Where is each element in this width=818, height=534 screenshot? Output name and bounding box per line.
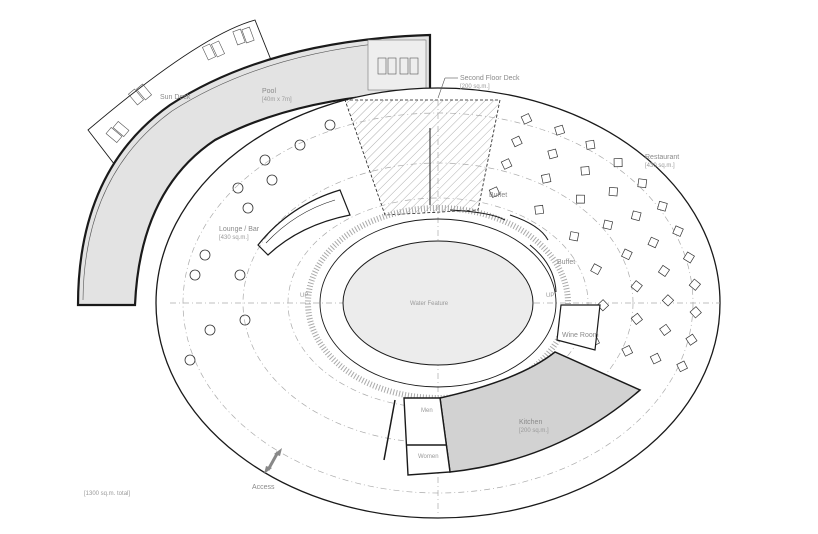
lounge-table bbox=[204, 324, 216, 336]
restaurant-table bbox=[520, 113, 533, 125]
men-label: Men bbox=[421, 408, 433, 414]
kitchen-label: Kitchen bbox=[519, 419, 542, 426]
restaurant-table bbox=[590, 263, 602, 276]
restaurant-table bbox=[657, 200, 668, 212]
lounge-table bbox=[266, 174, 278, 186]
lounge-table bbox=[294, 139, 306, 151]
restaurant-table bbox=[661, 294, 675, 307]
restaurant-table bbox=[547, 148, 559, 160]
second-floor-deck-area: [200 sq.m.] bbox=[460, 84, 490, 90]
restaurant-table bbox=[637, 178, 648, 189]
water-feature-label: Water Feature bbox=[410, 301, 449, 307]
lounge-table bbox=[184, 354, 196, 366]
restaurant-table bbox=[569, 231, 580, 242]
restaurant-table bbox=[488, 186, 501, 198]
restaurant-table bbox=[688, 278, 701, 291]
lounge-bar-label: Lounge / Bar bbox=[219, 226, 260, 233]
restaurant-table bbox=[621, 248, 633, 261]
restaurant-table bbox=[621, 345, 634, 357]
lounge-table bbox=[189, 269, 201, 281]
restaurant-table bbox=[540, 173, 552, 184]
restaurant-table bbox=[689, 306, 702, 319]
total-area-label: [1300 sq.m. total] bbox=[84, 491, 130, 497]
restaurant-label: Restaurant bbox=[645, 154, 679, 161]
buffet-label-1: Buffet bbox=[489, 192, 507, 199]
restaurant-table bbox=[585, 139, 596, 150]
pool-size: [40m x 7m] bbox=[262, 97, 292, 103]
lounge-table bbox=[242, 202, 254, 214]
restaurant-table bbox=[580, 166, 590, 176]
wine-room-label: Wine Room bbox=[562, 332, 599, 339]
restaurant-table bbox=[647, 236, 660, 249]
restaurant-table bbox=[534, 204, 545, 215]
restaurant-table bbox=[682, 251, 695, 264]
restrooms bbox=[403, 397, 451, 476]
lounge-table bbox=[199, 249, 211, 261]
water-feature bbox=[342, 240, 534, 366]
lounge-bar-area: [430 sq.m.] bbox=[219, 235, 249, 241]
restaurant-table bbox=[613, 158, 623, 168]
access-wall bbox=[383, 399, 396, 461]
restaurant-table bbox=[657, 264, 671, 277]
restaurant-table bbox=[602, 219, 614, 231]
restaurant-table bbox=[500, 158, 513, 170]
second-floor-deck-label: Second Floor Deck bbox=[460, 75, 520, 82]
buffet-counters bbox=[449, 209, 557, 293]
buffet-label-2: Buffet bbox=[557, 259, 575, 266]
stair-up-label-left: UP bbox=[300, 293, 308, 299]
pool-label: Pool bbox=[262, 88, 276, 95]
restaurant-table bbox=[672, 225, 684, 237]
kitchen bbox=[439, 351, 642, 473]
restaurant-table bbox=[576, 194, 585, 204]
restaurant-area: [430 sq.m.] bbox=[645, 163, 675, 169]
second-floor-deck bbox=[344, 99, 501, 216]
kitchen-area: [200 sq.m.] bbox=[519, 428, 549, 434]
restaurant-table bbox=[676, 360, 688, 373]
bar-counter bbox=[257, 189, 351, 256]
leader-line bbox=[437, 77, 446, 99]
lounge-table bbox=[232, 182, 244, 194]
lounge-table bbox=[259, 154, 271, 166]
sun-deck-label: Sun Deck bbox=[160, 94, 191, 101]
restaurant-table bbox=[608, 186, 618, 197]
restaurant-table bbox=[659, 323, 672, 336]
lounge-table bbox=[324, 119, 336, 131]
restaurant-table bbox=[511, 135, 523, 148]
restaurant-table bbox=[630, 312, 643, 326]
lounge-tables bbox=[184, 119, 336, 366]
access-label: Access bbox=[252, 484, 275, 491]
stair-up-label-right: UP bbox=[546, 293, 554, 299]
lounge-table bbox=[239, 314, 251, 326]
wine-room bbox=[556, 304, 601, 351]
restaurant-table bbox=[630, 210, 642, 222]
restaurant-table bbox=[649, 352, 662, 365]
restaurant-tables bbox=[488, 113, 702, 373]
women-label: Women bbox=[418, 454, 439, 460]
restaurant-table bbox=[685, 333, 698, 346]
sun-loungers bbox=[105, 26, 419, 143]
pool bbox=[76, 33, 432, 307]
restaurant-table bbox=[554, 124, 566, 136]
access-arrow-icon bbox=[264, 448, 282, 474]
lounge-table bbox=[234, 269, 246, 281]
restaurant-table bbox=[630, 280, 643, 293]
